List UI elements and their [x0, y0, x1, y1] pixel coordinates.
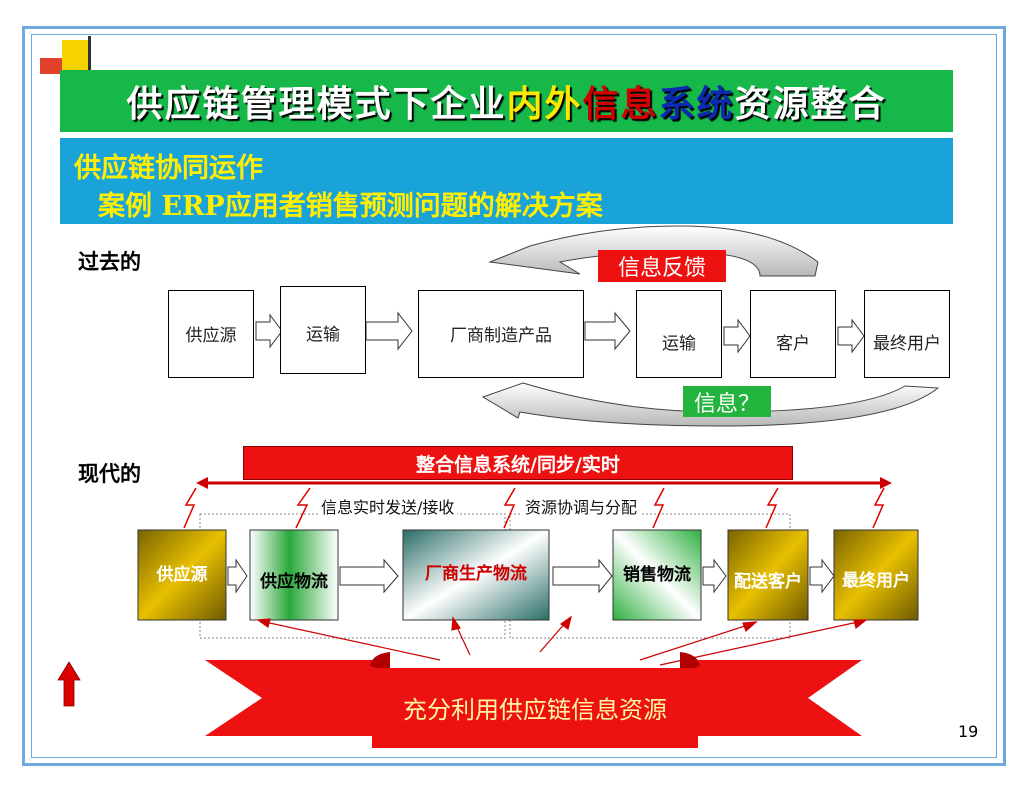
modern-box-sales-logistics: 销售物流 — [623, 564, 691, 585]
past-label: 过去的 — [78, 249, 141, 274]
page-number: 19 — [958, 722, 979, 741]
past-box-customer: 客户 — [750, 290, 836, 378]
past-arrow-3 — [584, 311, 631, 351]
modern-box-fill-2 — [249, 529, 339, 621]
past-arrow-5 — [837, 318, 865, 354]
past-box-supply-source: 供应源 — [168, 290, 254, 378]
past-box-end-user: 最终用户 — [864, 290, 950, 378]
past-box-transport-2: 运输 — [636, 290, 722, 378]
modern-box-production-logistics: 厂商生产物流 — [425, 563, 527, 584]
info-arc — [481, 382, 940, 427]
slide-title: 供应链管理模式下企业内外信息系统资源整合 — [60, 70, 953, 132]
feedback-tag: 信息反馈 — [598, 250, 726, 282]
note-realtime-info: 信息实时发送/接收 — [318, 494, 458, 518]
modern-box-fill-5 — [727, 529, 809, 621]
modern-arrow-4 — [702, 558, 727, 594]
ribbon-left-tail — [205, 660, 380, 736]
title-part-4: 系统 — [658, 83, 735, 125]
modern-box-supply-logistics: 供应物流 — [260, 571, 328, 592]
modern-arrow-1 — [227, 558, 248, 594]
modern-banner: 整合信息系统/同步/实时 — [243, 446, 793, 480]
ribbon-center — [372, 668, 698, 748]
ribbon-right-tail — [690, 660, 862, 736]
lightning-connectors — [183, 487, 885, 529]
modern-box-supply-source: 供应源 — [156, 564, 208, 585]
title-part-5: 资源整合 — [734, 83, 887, 125]
past-box-manufacturer: 厂商制造产品 — [418, 290, 584, 378]
title-part-2: 内外 — [506, 83, 583, 125]
modern-box-fill-4 — [612, 529, 702, 621]
modern-box-delivery-customer: 配送客户 — [734, 571, 802, 592]
modern-box-fill-6 — [833, 529, 919, 621]
past-box-transport-1: 运输 — [280, 286, 366, 374]
modern-label: 现代的 — [78, 461, 141, 486]
ribbon-text: 充分利用供应链信息资源 — [403, 696, 667, 724]
modern-arrow-2 — [339, 558, 399, 594]
subtitle-line-1: 供应链协同运作 — [74, 153, 263, 184]
title-part-1: 供应链管理模式下企业 — [126, 83, 507, 125]
red-up-arrow — [57, 661, 81, 707]
subtitle-bar: 供应链协同运作 案例 ERP应用者销售预测问题的解决方案 — [60, 138, 953, 224]
slide-outer-frame — [22, 26, 1006, 766]
modern-box-end-user: 最终用户 — [842, 570, 910, 591]
title-part-3: 信息 — [582, 83, 659, 125]
info-tag: 信息？ — [683, 386, 771, 417]
modern-box-fill-3 — [402, 529, 550, 621]
ribbon-left-fold — [370, 652, 390, 672]
past-arrow-4 — [723, 318, 751, 354]
slide-inner-frame — [31, 34, 997, 758]
modern-arrow-5 — [809, 558, 835, 594]
ribbon-pointer-arrows — [256, 615, 868, 666]
note-resource-coordination: 资源协调与分配 — [522, 494, 641, 518]
modern-arrow-3 — [552, 558, 613, 594]
past-arrow-1 — [255, 313, 283, 349]
subtitle-line-2: 案例 ERP应用者销售预测问题的解决方案 — [98, 191, 603, 222]
modern-box-fill-1 — [137, 529, 227, 621]
corner-decoration-line — [88, 36, 91, 80]
past-arrow-2 — [365, 311, 413, 351]
ribbon-right-fold — [680, 652, 700, 672]
